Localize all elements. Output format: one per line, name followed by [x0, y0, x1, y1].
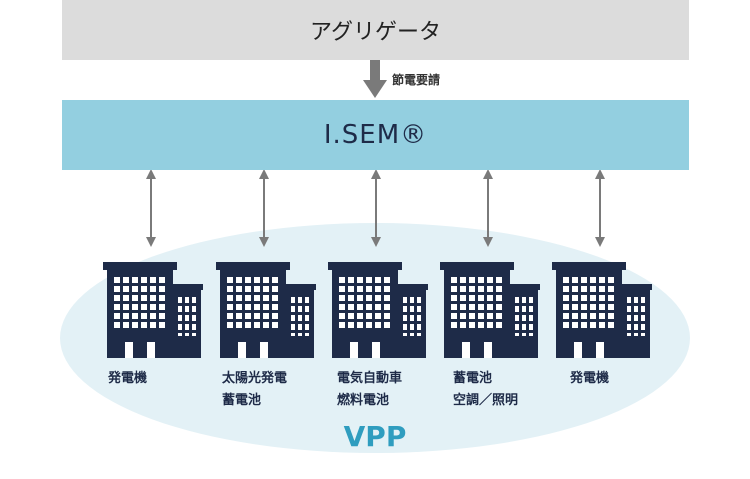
- facility-1-line1: 発電機: [108, 371, 148, 386]
- facility-2-line2: 蓄電池: [222, 393, 262, 408]
- aggregator-box: アグリゲータ: [62, 0, 689, 60]
- facility-label-5: 発電機: [570, 368, 680, 390]
- request-arrow: [363, 60, 387, 98]
- isem-box: I.SEM®: [62, 100, 689, 170]
- facility-label-3: 電気自動車 燃料電池: [337, 368, 447, 412]
- facility-4-line2: 空調／照明: [453, 393, 519, 408]
- facility-label-1: 発電機: [108, 368, 218, 390]
- facility-3-line1: 電気自動車: [337, 371, 403, 386]
- isem-label: I.SEM®: [323, 120, 428, 150]
- facility-5-line1: 発電機: [570, 371, 610, 386]
- facility-label-4: 蓄電池 空調／照明: [453, 368, 563, 412]
- vpp-label: VPP: [343, 420, 407, 453]
- facility-4-line1: 蓄電池: [453, 371, 493, 386]
- request-label: 節電要請: [392, 73, 441, 87]
- facility-label-2: 太陽光発電 蓄電池: [222, 368, 332, 412]
- facility-2-line1: 太陽光発電: [222, 371, 288, 386]
- aggregator-label: アグリゲータ: [310, 20, 441, 45]
- facility-3-line2: 燃料電池: [337, 393, 390, 408]
